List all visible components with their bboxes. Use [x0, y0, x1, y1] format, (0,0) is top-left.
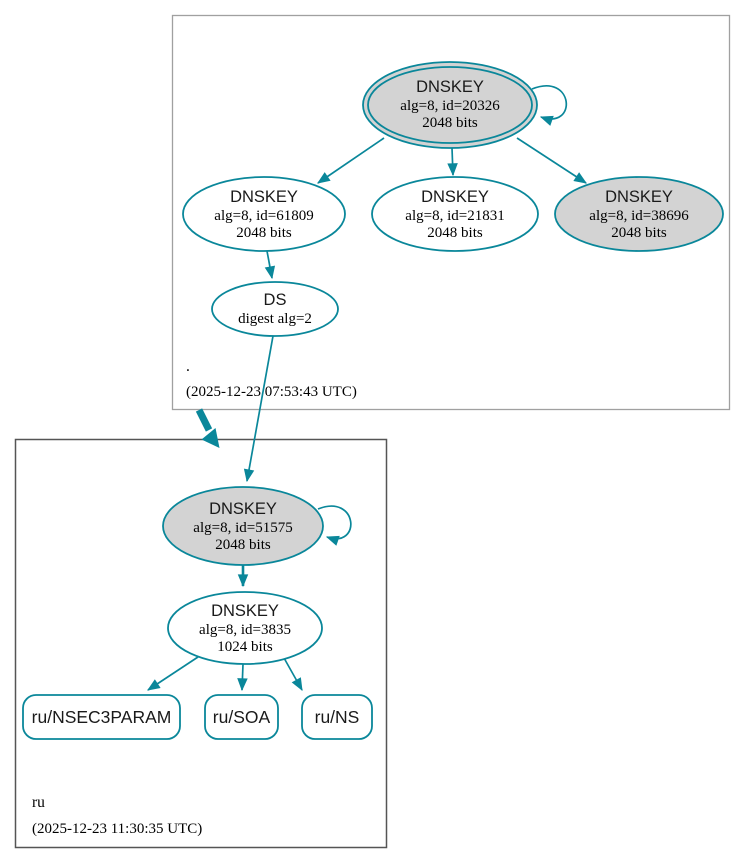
- root-zsk-61809-title: DNSKEY: [230, 188, 298, 206]
- ds-title: DS: [264, 291, 287, 309]
- parent-zone-box: [171, 14, 731, 411]
- root-ksk-node-inner-ring: [367, 66, 533, 144]
- root-ksk-bits: 2048 bits: [422, 115, 478, 131]
- child-zone-timestamp: (2025-12-23 11:30:35 UTC): [32, 821, 202, 837]
- root-zsk-61809-bits: 2048 bits: [236, 225, 292, 241]
- edge-ru-zsk-to-nsec3param: [147, 656, 199, 691]
- edge-root-ksk-to-zsk-61809: [317, 137, 385, 184]
- edge-root-ksk-to-zsk-21831: [447, 147, 458, 177]
- ru-ksk-detail: alg=8, id=51575: [193, 520, 292, 536]
- ru-ksk-title: DNSKEY: [209, 500, 277, 518]
- child-zone-box: [14, 438, 388, 849]
- root-key-38696-node[interactable]: [554, 176, 724, 252]
- ru-zsk-title: DNSKEY: [211, 602, 279, 620]
- edge-ru-ksk-self-sign: [317, 505, 352, 546]
- ru-ksk-bits: 2048 bits: [215, 537, 271, 553]
- root-zsk-21831-bits: 2048 bits: [427, 225, 483, 241]
- child-zone-label: ru: [32, 794, 45, 811]
- edge-ru-zsk-to-ns: [283, 657, 303, 692]
- ru-zsk-node[interactable]: [167, 591, 323, 665]
- root-zsk-21831-detail: alg=8, id=21831: [405, 208, 504, 224]
- root-key-38696-title: DNSKEY: [605, 188, 673, 206]
- rrset-nsec3param-label: ru/NSEC3PARAM: [32, 707, 172, 727]
- root-key-38696-detail: alg=8, id=38696: [589, 208, 689, 224]
- edge-ds-to-ru-ksk: [243, 335, 274, 483]
- edge-ru-zsk-to-soa: [237, 663, 248, 692]
- ru-ksk-node[interactable]: [162, 486, 324, 566]
- rrset-soa-node[interactable]: [204, 694, 279, 740]
- ru-zsk-detail: alg=8, id=3835: [199, 622, 291, 638]
- ds-detail: digest alg=2: [238, 311, 312, 327]
- edge-zone-delegation-arrowhead-icon: [201, 428, 220, 448]
- rrset-ns-label: ru/NS: [315, 707, 360, 727]
- root-zsk-61809-detail: alg=8, id=61809: [214, 208, 313, 224]
- rrset-soa-label: ru/SOA: [213, 707, 271, 727]
- parent-zone-timestamp: (2025-12-23 07:53:43 UTC): [186, 384, 357, 400]
- root-zsk-21831-title: DNSKEY: [421, 188, 489, 206]
- rrset-ns-node[interactable]: [301, 694, 373, 740]
- root-ksk-detail: alg=8, id=20326: [400, 98, 500, 114]
- ds-node[interactable]: [211, 281, 339, 337]
- edge-zsk-61809-to-ds: [264, 250, 276, 280]
- root-zsk-61809-node[interactable]: [182, 176, 346, 252]
- edge-zone-delegation-arrow: [195, 408, 213, 432]
- rrset-nsec3param-node[interactable]: [22, 694, 181, 740]
- root-ksk-node[interactable]: [362, 61, 538, 149]
- edge-root-ksk-to-key-38696: [516, 137, 587, 184]
- root-key-38696-bits: 2048 bits: [611, 225, 667, 241]
- edge-root-ksk-self-sign: [531, 85, 567, 126]
- parent-zone-label: .: [186, 358, 190, 375]
- root-zsk-21831-node[interactable]: [371, 176, 539, 252]
- root-ksk-title: DNSKEY: [416, 78, 484, 96]
- ru-zsk-bits: 1024 bits: [217, 639, 273, 655]
